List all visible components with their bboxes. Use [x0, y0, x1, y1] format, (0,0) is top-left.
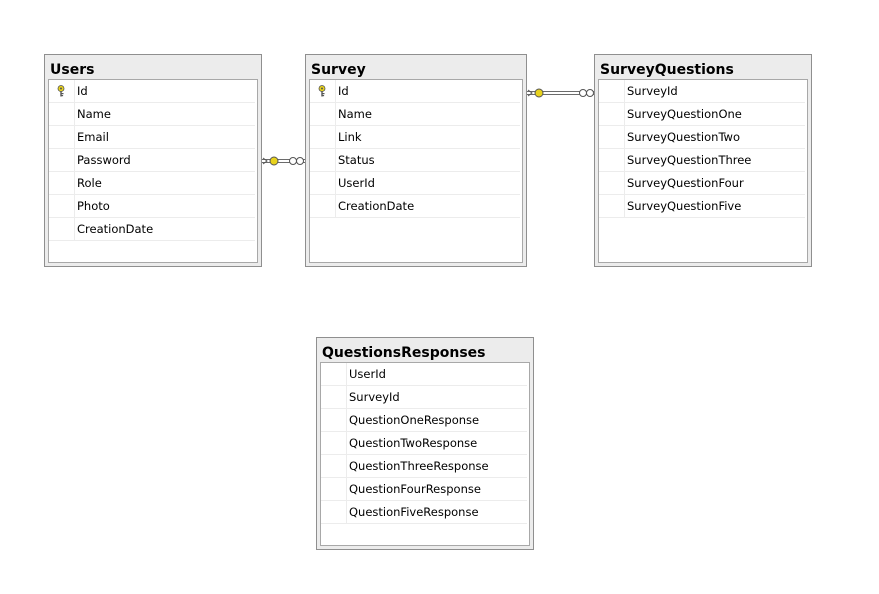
- column-name: SurveyQuestionFour: [627, 176, 744, 190]
- column-name: Role: [77, 176, 102, 190]
- column-row[interactable]: Name: [49, 103, 255, 126]
- column-name: SurveyQuestionOne: [627, 107, 742, 121]
- survey-questions-table[interactable]: SurveyQuestions SurveyId SurveyQuestionO…: [594, 54, 812, 267]
- column-name: Photo: [77, 199, 110, 213]
- column-name: QuestionThreeResponse: [349, 459, 489, 473]
- column-name: Id: [338, 84, 349, 98]
- column-row[interactable]: UserId: [321, 363, 527, 386]
- row-selector: [599, 172, 625, 194]
- row-selector: [310, 80, 336, 102]
- table-title: SurveyQuestions: [600, 62, 734, 78]
- row-selector: [321, 363, 347, 385]
- column-row[interactable]: QuestionOneResponse: [321, 409, 527, 432]
- column-row[interactable]: SurveyId: [321, 386, 527, 409]
- row-selector: [49, 126, 75, 148]
- column-row[interactable]: QuestionTwoResponse: [321, 432, 527, 455]
- infinity-end-icon: [289, 157, 297, 165]
- row-selector: [49, 172, 75, 194]
- column-row[interactable]: SurveyQuestionFour: [599, 172, 805, 195]
- column-grid: Id Name Email Password Role Photo Creati…: [48, 79, 258, 263]
- row-selector: [321, 478, 347, 500]
- row-selector: [310, 195, 336, 217]
- table-title: Survey: [311, 62, 366, 78]
- column-name: Name: [77, 107, 111, 121]
- row-selector: [310, 103, 336, 125]
- column-row[interactable]: CreationDate: [49, 218, 255, 241]
- column-row[interactable]: Role: [49, 172, 255, 195]
- column-name: Id: [77, 84, 88, 98]
- questions-responses-table[interactable]: QuestionsResponses UserId SurveyId Quest…: [316, 337, 534, 550]
- column-row[interactable]: Id: [310, 80, 520, 103]
- column-row[interactable]: Photo: [49, 195, 255, 218]
- column-row[interactable]: QuestionFourResponse: [321, 478, 527, 501]
- column-grid: UserId SurveyId QuestionOneResponse Ques…: [320, 362, 530, 546]
- row-selector: [310, 149, 336, 171]
- row-selector: [599, 103, 625, 125]
- column-name: QuestionOneResponse: [349, 413, 480, 427]
- column-name: SurveyQuestionThree: [627, 153, 752, 167]
- row-selector: [321, 501, 347, 523]
- column-row[interactable]: UserId: [310, 172, 520, 195]
- survey-table[interactable]: Survey Id Name Link Status UserId Creati…: [305, 54, 527, 267]
- row-selector: [321, 386, 347, 408]
- column-row[interactable]: SurveyQuestionOne: [599, 103, 805, 126]
- row-selector: [321, 409, 347, 431]
- one-end-key-icon: [534, 88, 544, 98]
- users-survey-relationship[interactable]: [262, 156, 305, 166]
- row-selector: [49, 195, 75, 217]
- column-row[interactable]: CreationDate: [310, 195, 520, 218]
- column-name: QuestionFourResponse: [349, 482, 481, 496]
- column-name: Password: [77, 153, 131, 167]
- primary-key-icon: [57, 85, 65, 97]
- one-end-key-icon: [269, 156, 279, 166]
- column-name: QuestionTwoResponse: [349, 436, 478, 450]
- row-selector: [599, 195, 625, 217]
- column-name: QuestionFiveResponse: [349, 505, 479, 519]
- column-name: Link: [338, 130, 362, 144]
- column-row[interactable]: Name: [310, 103, 520, 126]
- column-row[interactable]: QuestionThreeResponse: [321, 455, 527, 478]
- column-grid: SurveyId SurveyQuestionOne SurveyQuestio…: [598, 79, 808, 263]
- column-row[interactable]: SurveyQuestionThree: [599, 149, 805, 172]
- column-row[interactable]: Id: [49, 80, 255, 103]
- table-title: QuestionsResponses: [322, 345, 486, 361]
- column-row[interactable]: Email: [49, 126, 255, 149]
- column-name: SurveyQuestionFive: [627, 199, 742, 213]
- column-row[interactable]: SurveyQuestionFive: [599, 195, 805, 218]
- primary-key-icon: [318, 85, 326, 97]
- column-grid: Id Name Link Status UserId CreationDate: [309, 79, 523, 263]
- survey-surveyquestions-relationship[interactable]: [527, 88, 594, 98]
- row-selector: [599, 126, 625, 148]
- infinity-end-icon: [579, 89, 587, 97]
- column-row[interactable]: QuestionFiveResponse: [321, 501, 527, 524]
- column-name: CreationDate: [338, 199, 415, 213]
- column-row[interactable]: SurveyId: [599, 80, 805, 103]
- row-selector: [310, 126, 336, 148]
- row-selector: [599, 80, 625, 102]
- column-name: SurveyId: [627, 84, 678, 98]
- column-name: SurveyId: [349, 390, 400, 404]
- row-selector: [599, 149, 625, 171]
- column-name: UserId: [349, 367, 386, 381]
- column-name: Status: [338, 153, 375, 167]
- users-table[interactable]: Users Id Name Email Password Role Photo …: [44, 54, 262, 267]
- row-selector: [49, 103, 75, 125]
- row-selector: [49, 149, 75, 171]
- row-selector: [49, 80, 75, 102]
- column-name: Email: [77, 130, 109, 144]
- column-name: UserId: [338, 176, 375, 190]
- column-name: SurveyQuestionTwo: [627, 130, 741, 144]
- table-title: Users: [50, 62, 95, 78]
- column-row[interactable]: Status: [310, 149, 520, 172]
- row-selector: [321, 432, 347, 454]
- row-selector: [310, 172, 336, 194]
- column-row[interactable]: Password: [49, 149, 255, 172]
- column-name: Name: [338, 107, 372, 121]
- column-name: CreationDate: [77, 222, 154, 236]
- column-row[interactable]: Link: [310, 126, 520, 149]
- row-selector: [321, 455, 347, 477]
- column-row[interactable]: SurveyQuestionTwo: [599, 126, 805, 149]
- row-selector: [49, 218, 75, 240]
